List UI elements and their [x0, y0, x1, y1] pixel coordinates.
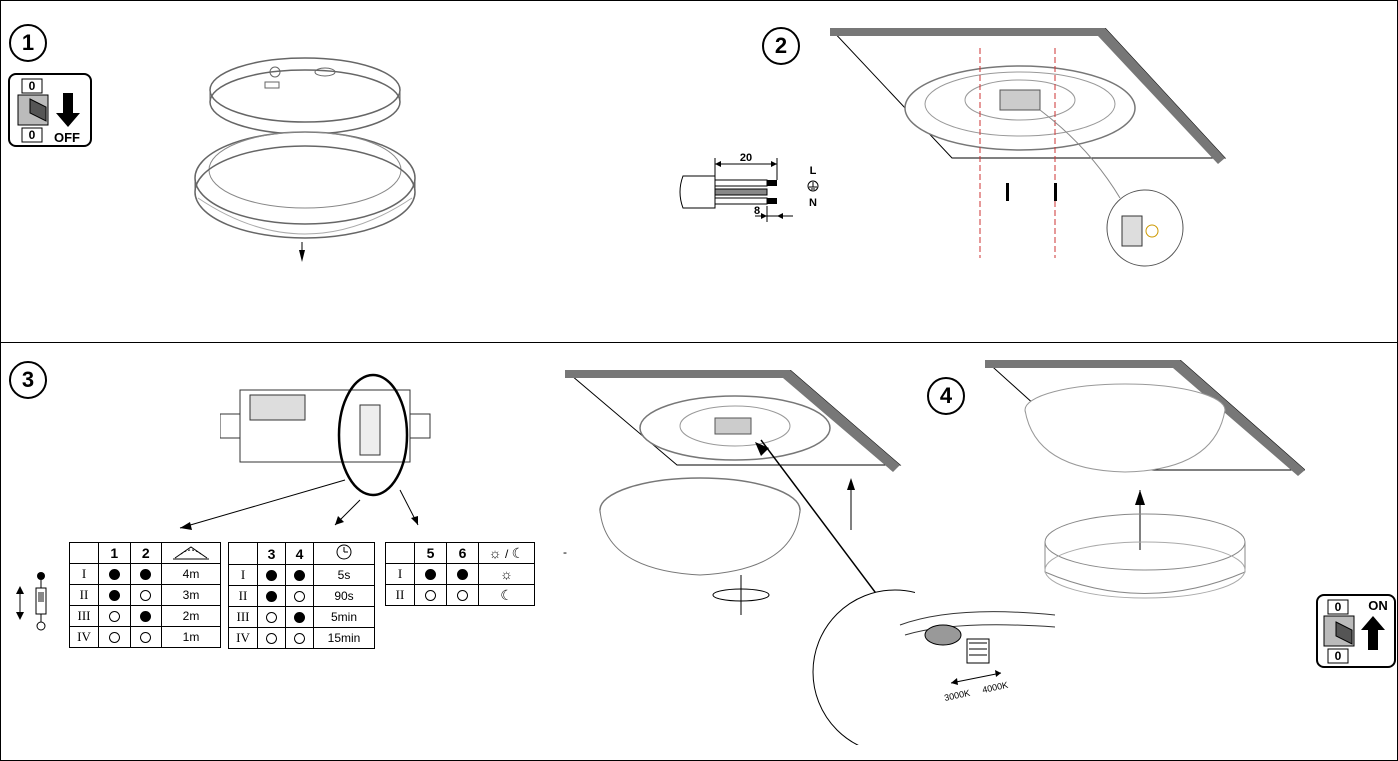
row-roman-numeral: III — [69, 605, 99, 627]
neutral-label: N — [809, 197, 817, 209]
step-number-2: 2 — [762, 27, 800, 65]
table-row: II 3m — [69, 584, 221, 606]
switch-dot-off-icon — [425, 590, 436, 602]
switch-dot-off-icon — [457, 590, 468, 602]
moon-icon: ☾ — [478, 584, 535, 606]
switch-dot-off-icon — [108, 632, 120, 644]
row-roman-numeral: III — [228, 606, 258, 628]
color-temp-install-drawing — [563, 369, 978, 755]
switch-dot-off-icon — [266, 633, 277, 645]
row-roman-numeral: IV — [228, 627, 258, 649]
range-header-2: 2 — [129, 542, 162, 564]
sensor-adjust-icon — [16, 572, 47, 631]
setting-value: 4m — [161, 563, 221, 585]
setting-value: 1m — [161, 626, 221, 648]
table-row: I 5s — [228, 564, 375, 586]
switch-dot-on-icon — [108, 590, 120, 602]
row-roman-numeral: I — [385, 563, 415, 585]
on-label: ON — [1368, 598, 1388, 613]
row-roman-numeral: II — [228, 585, 258, 607]
switch-contact-top: 0 — [29, 79, 36, 93]
row-roman-numeral: II — [385, 584, 415, 606]
switch-dot-off-icon — [108, 611, 120, 623]
switch-dot-on-icon — [266, 570, 277, 582]
callout-arrows — [179, 479, 419, 530]
switch-contact-bottom: 0 — [29, 128, 36, 142]
row-roman-numeral: I — [228, 564, 258, 586]
sun-icon: ☼ — [478, 563, 535, 585]
luminaire-disassembly-drawing — [180, 30, 440, 270]
step-number-1: 1 — [9, 24, 47, 62]
power-switch-off: 0 0 OFF — [8, 73, 92, 147]
detection-range-icon — [161, 542, 221, 564]
light-header-6: 6 — [446, 542, 479, 564]
ceiling-mount-drawing — [828, 27, 1230, 268]
setting-value: 5min — [313, 606, 375, 628]
earth-icon — [807, 180, 819, 192]
switch-dot-off-icon — [294, 633, 305, 645]
switch-dot-on-icon — [108, 569, 120, 581]
table-row: II ☾ — [385, 584, 535, 606]
power-on-icon: 0 0 ON — [1316, 594, 1396, 668]
table-row: IV 15min — [228, 627, 375, 649]
live-label: L — [810, 165, 817, 177]
color-temp-switch-zoom: 3000K 4000K — [895, 565, 1065, 735]
sensor-module-drawing — [219, 370, 450, 530]
switch-dot-on-icon — [425, 569, 436, 581]
step-number-4: 4 — [927, 377, 965, 415]
table-row: III 2m — [69, 605, 221, 627]
switch-dot-off-icon — [294, 591, 305, 603]
table-row: I 4m — [69, 563, 221, 585]
switch-on-contact-top: 0 — [1335, 600, 1342, 614]
warm-temp-label: 3000K — [943, 688, 971, 703]
final-assembly-drawing — [983, 359, 1307, 620]
row-roman-numeral: IV — [69, 626, 99, 648]
off-label: OFF — [54, 130, 80, 145]
stray-mark: - — [563, 545, 567, 559]
switch-on-contact-bottom: 0 — [1335, 649, 1342, 663]
table-row: III 5min — [228, 606, 375, 628]
clock-icon — [313, 542, 375, 565]
light-header-5: 5 — [414, 542, 447, 564]
strip-length-label: 20 — [740, 152, 752, 164]
switch-dot-on-icon — [140, 569, 152, 581]
power-off-icon: 0 0 OFF — [8, 73, 92, 147]
cool-temp-label: 4000K — [981, 680, 1009, 695]
light-table: 5 6 ☼ / ☾ I☼II☾ — [385, 542, 535, 606]
row-roman-numeral: I — [69, 563, 99, 585]
switch-dot-on-icon — [294, 570, 305, 582]
setting-value: 90s — [313, 585, 375, 607]
setting-value: 3m — [161, 584, 221, 606]
time-header-3: 3 — [257, 542, 286, 565]
switch-dot-on-icon — [294, 612, 305, 624]
switch-dot-on-icon — [140, 611, 152, 623]
header-separator: / — [504, 546, 509, 561]
switch-dot-off-icon — [266, 612, 277, 624]
day-night-header: ☼ / ☾ — [478, 542, 535, 564]
light-rows: I☼II☾ — [385, 563, 535, 606]
row-roman-numeral: II — [69, 584, 99, 606]
setting-value: 2m — [161, 605, 221, 627]
table-row: IV 1m — [69, 626, 221, 648]
setting-value: 15min — [313, 627, 375, 649]
table-row: II 90s — [228, 585, 375, 607]
time-header-4: 4 — [285, 542, 314, 565]
setting-value: 5s — [313, 564, 375, 586]
table-row: I☼ — [385, 563, 535, 585]
range-header-1: 1 — [98, 542, 131, 564]
moon-icon: ☾ — [511, 544, 525, 561]
switch-dot-on-icon — [457, 569, 468, 581]
switch-dot-off-icon — [140, 632, 152, 644]
conductor-strip-label: 8 — [754, 205, 760, 217]
switch-dot-off-icon — [140, 590, 152, 602]
step-number-3: 3 — [9, 361, 47, 399]
sun-icon: ☼ — [488, 544, 502, 561]
power-switch-on: 0 0 ON — [1316, 594, 1396, 668]
switch-dot-on-icon — [266, 591, 277, 603]
wire-stripping-diagram: 20 8 L N — [675, 150, 825, 225]
